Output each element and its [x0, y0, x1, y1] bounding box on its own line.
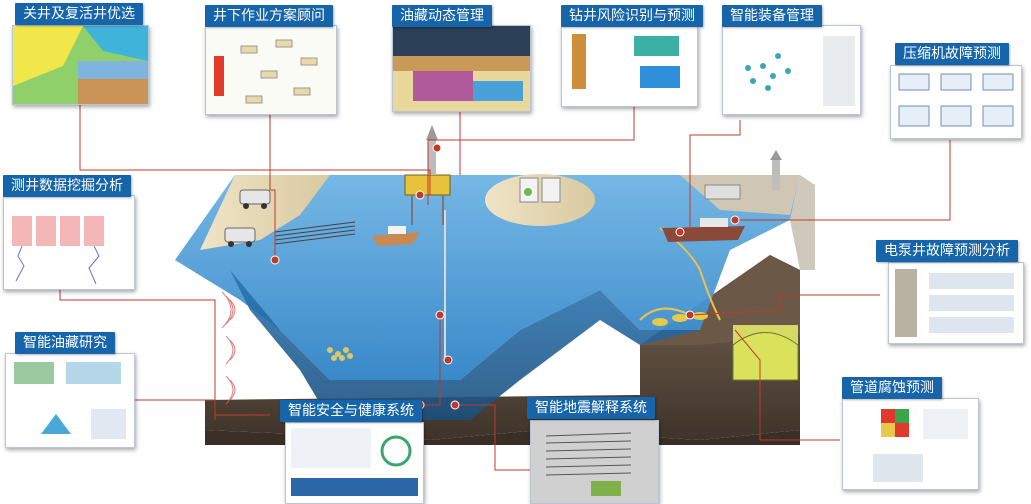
esp-thumbnail: [889, 263, 1023, 343]
seismic-thumbnail: [531, 421, 658, 503]
panel-compressor-fault[interactable]: [890, 65, 1022, 139]
reservoir-markers: [327, 347, 353, 361]
title-drilling-risk[interactable]: 钻井风险识别与预测: [561, 5, 703, 27]
title-reservoir-research[interactable]: 智能油藏研究: [15, 332, 115, 354]
island: [485, 174, 595, 226]
truck-1: [239, 189, 271, 209]
seismic-waves: [221, 291, 236, 405]
connectors: [59, 100, 951, 471]
panel-logging-mining[interactable]: [3, 195, 135, 290]
panel-seismic-interp[interactable]: [530, 420, 659, 504]
survey-ship: [372, 226, 420, 246]
panel-reservoir-dynamics[interactable]: [392, 25, 531, 112]
title-seismic-interp[interactable]: 智能地震解释系统: [527, 397, 655, 419]
sea-surface: [175, 175, 815, 420]
panel-equipment-mgmt[interactable]: [722, 25, 861, 115]
hse-thumbnail: [286, 423, 423, 503]
title-esp-fault[interactable]: 电泵井故障预测分析: [876, 240, 1018, 262]
panel-esp-fault[interactable]: [888, 262, 1024, 344]
research-thumbnail: [6, 354, 134, 447]
panel-pipeline-corrosion[interactable]: [842, 398, 979, 490]
title-hse-system[interactable]: 智能安全与健康系统: [280, 400, 422, 422]
drilling-thumbnail: [562, 26, 697, 106]
corrosion-thumbnail: [843, 399, 978, 489]
network-thumbnail: [723, 26, 860, 114]
title-logging-mining[interactable]: 测井数据挖掘分析: [3, 175, 131, 197]
heatmap-thumbnail: [13, 26, 148, 104]
truck-2: [224, 227, 256, 247]
log-tracks-thumbnail: [4, 196, 134, 289]
panel-reservoir-research[interactable]: [5, 353, 135, 448]
refinery: [704, 150, 782, 200]
title-workover-advisor[interactable]: 井下作业方案顾问: [205, 5, 333, 27]
reservoir-thumbnail: [393, 26, 530, 111]
flowchart-thumbnail: [206, 26, 336, 114]
title-pipeline-corrosion[interactable]: 管道腐蚀预测: [842, 377, 942, 399]
panel-hse-system[interactable]: [285, 422, 424, 504]
panel-well-selection[interactable]: [12, 25, 149, 105]
title-compressor-fault[interactable]: 压缩机故障预测: [895, 43, 1009, 65]
panel-drilling-risk[interactable]: [561, 25, 698, 107]
sonar-lines: [274, 221, 356, 245]
title-equipment-mgmt[interactable]: 智能装备管理: [722, 5, 822, 27]
title-well-selection[interactable]: 关井及复活井优选: [15, 3, 143, 25]
title-reservoir-dynamics[interactable]: 油藏动态管理: [392, 5, 492, 27]
workflow-thumbnail: [891, 66, 1021, 138]
storage-tanks: [519, 177, 561, 203]
panel-workover-advisor[interactable]: [205, 25, 337, 115]
tunnel: [732, 325, 799, 381]
